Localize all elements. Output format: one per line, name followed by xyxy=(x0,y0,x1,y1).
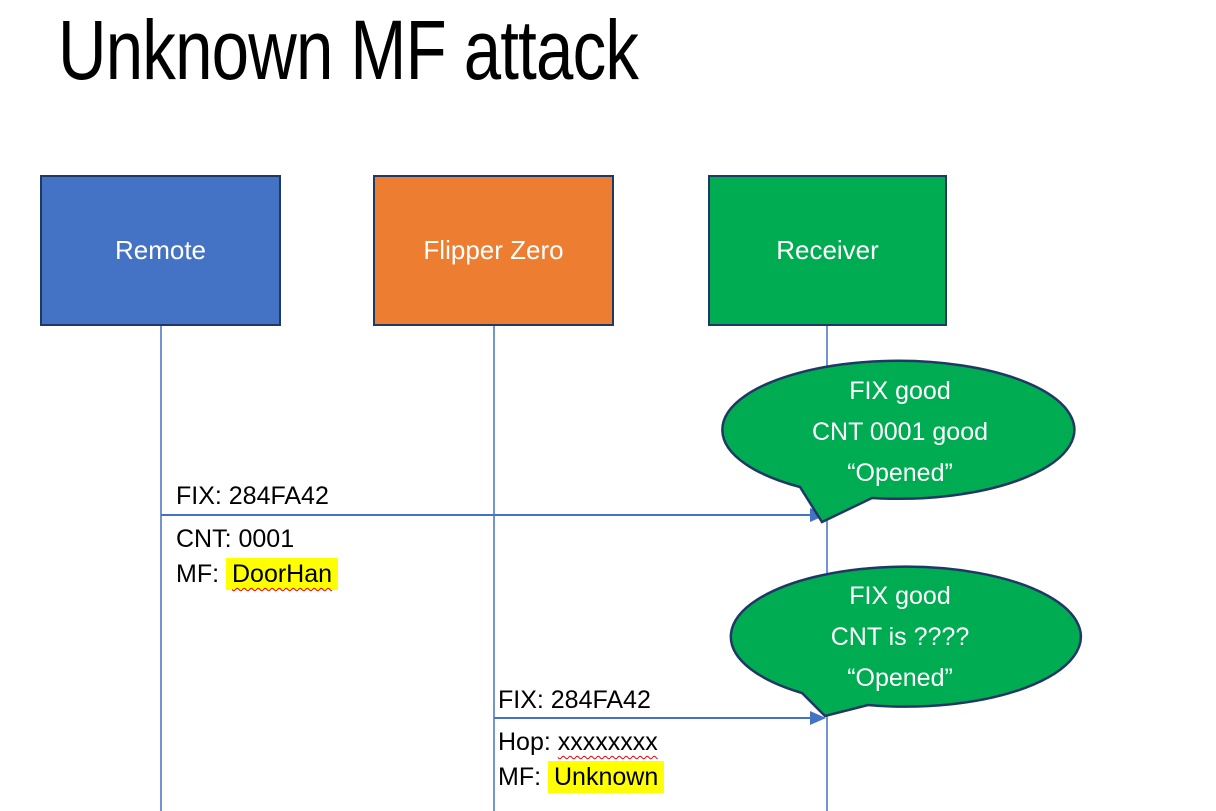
message-1-mf-value: DoorHan xyxy=(226,558,339,590)
message-arrow-2-head xyxy=(810,711,826,725)
message-2-mf-label: MF: xyxy=(498,763,548,791)
actor-label-remote: Remote xyxy=(114,235,207,265)
message-2-mf-value: Unknown xyxy=(548,761,665,793)
callout-2-line-2: CNT is ???? xyxy=(830,623,970,651)
slide-title: Unknown MF attack xyxy=(58,3,639,97)
message-2-mf: MF: Unknown xyxy=(498,761,665,793)
callout-1-line-2: CNT 0001 good xyxy=(811,418,989,446)
actor-label-receiver: Receiver xyxy=(776,235,879,265)
actor-box-flipper-zero: Flipper Zero xyxy=(373,175,614,326)
actor-label-flipper-zero: Flipper Zero xyxy=(423,235,564,265)
message-2-hop-label: Hop: xyxy=(498,728,558,756)
message-1-mf-label: MF: xyxy=(176,560,226,588)
actor-box-remote: Remote xyxy=(40,175,281,326)
message-2-fix: FIX: 284FA42 xyxy=(498,686,651,714)
message-1-fix: FIX: 284FA42 xyxy=(176,482,329,510)
callout-bubble-2: FIX good CNT is ???? “Opened” xyxy=(724,576,1076,699)
message-1-cnt: CNT: 0001 xyxy=(176,525,295,553)
callout-2-line-1: FIX good xyxy=(849,582,951,610)
message-1-mf: MF: DoorHan xyxy=(176,558,339,590)
callout-bubble-1: FIX good CNT 0001 good “Opened” xyxy=(724,371,1076,494)
callout-1-line-1: FIX good xyxy=(849,377,951,405)
actor-box-receiver: Receiver xyxy=(708,175,947,326)
message-2-hop-value: xxxxxxxx xyxy=(557,728,658,756)
message-2-hop: Hop: xxxxxxxx xyxy=(498,727,658,757)
callout-1-line-3: “Opened” xyxy=(847,459,953,487)
callout-bubble-2-shape xyxy=(729,565,1083,718)
callout-2-line-3: “Opened” xyxy=(847,664,953,692)
callout-bubble-1-shape xyxy=(721,359,1076,524)
